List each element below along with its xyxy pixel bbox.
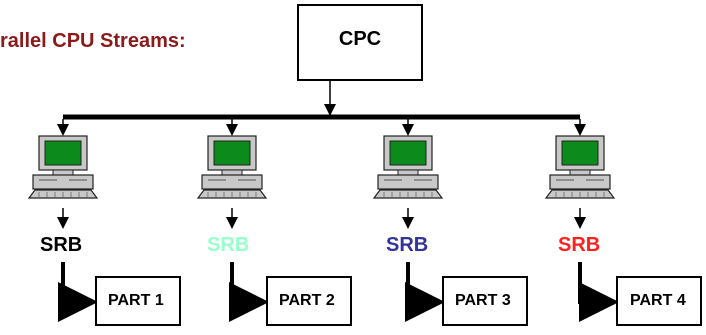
- part-box: [95, 276, 181, 326]
- srb-label-2: SRB: [207, 234, 250, 256]
- desktop-computer-icon: [196, 135, 268, 199]
- part-label-3: PART 3: [455, 292, 511, 309]
- part-box: [266, 276, 352, 326]
- part-box: [616, 276, 702, 326]
- part-arrow: [58, 262, 98, 322]
- computer-node-4: [544, 119, 702, 326]
- computer-node-3: [372, 119, 528, 326]
- part-arrow: [578, 262, 619, 322]
- srb-label-1: SRB: [40, 234, 83, 256]
- srb-label-3: SRB: [386, 234, 429, 256]
- part-arrow: [405, 262, 445, 322]
- cpc-label: CPC: [338, 28, 382, 50]
- diagram-title: rallel CPU Streams:: [0, 30, 186, 52]
- desktop-computer-icon: [544, 135, 616, 199]
- srb-label-4: SRB: [558, 234, 601, 256]
- part-arrow: [229, 262, 269, 322]
- desktop-computer-icon: [27, 135, 99, 199]
- desktop-computer-icon: [372, 135, 444, 199]
- computer-node-1: [27, 119, 181, 326]
- part-label-1: PART 1: [108, 292, 164, 309]
- part-label-4: PART 4: [630, 292, 686, 309]
- part-box: [442, 276, 528, 326]
- computer-node-2: [196, 119, 352, 326]
- part-label-2: PART 2: [279, 292, 335, 309]
- cpc-box: [297, 4, 423, 81]
